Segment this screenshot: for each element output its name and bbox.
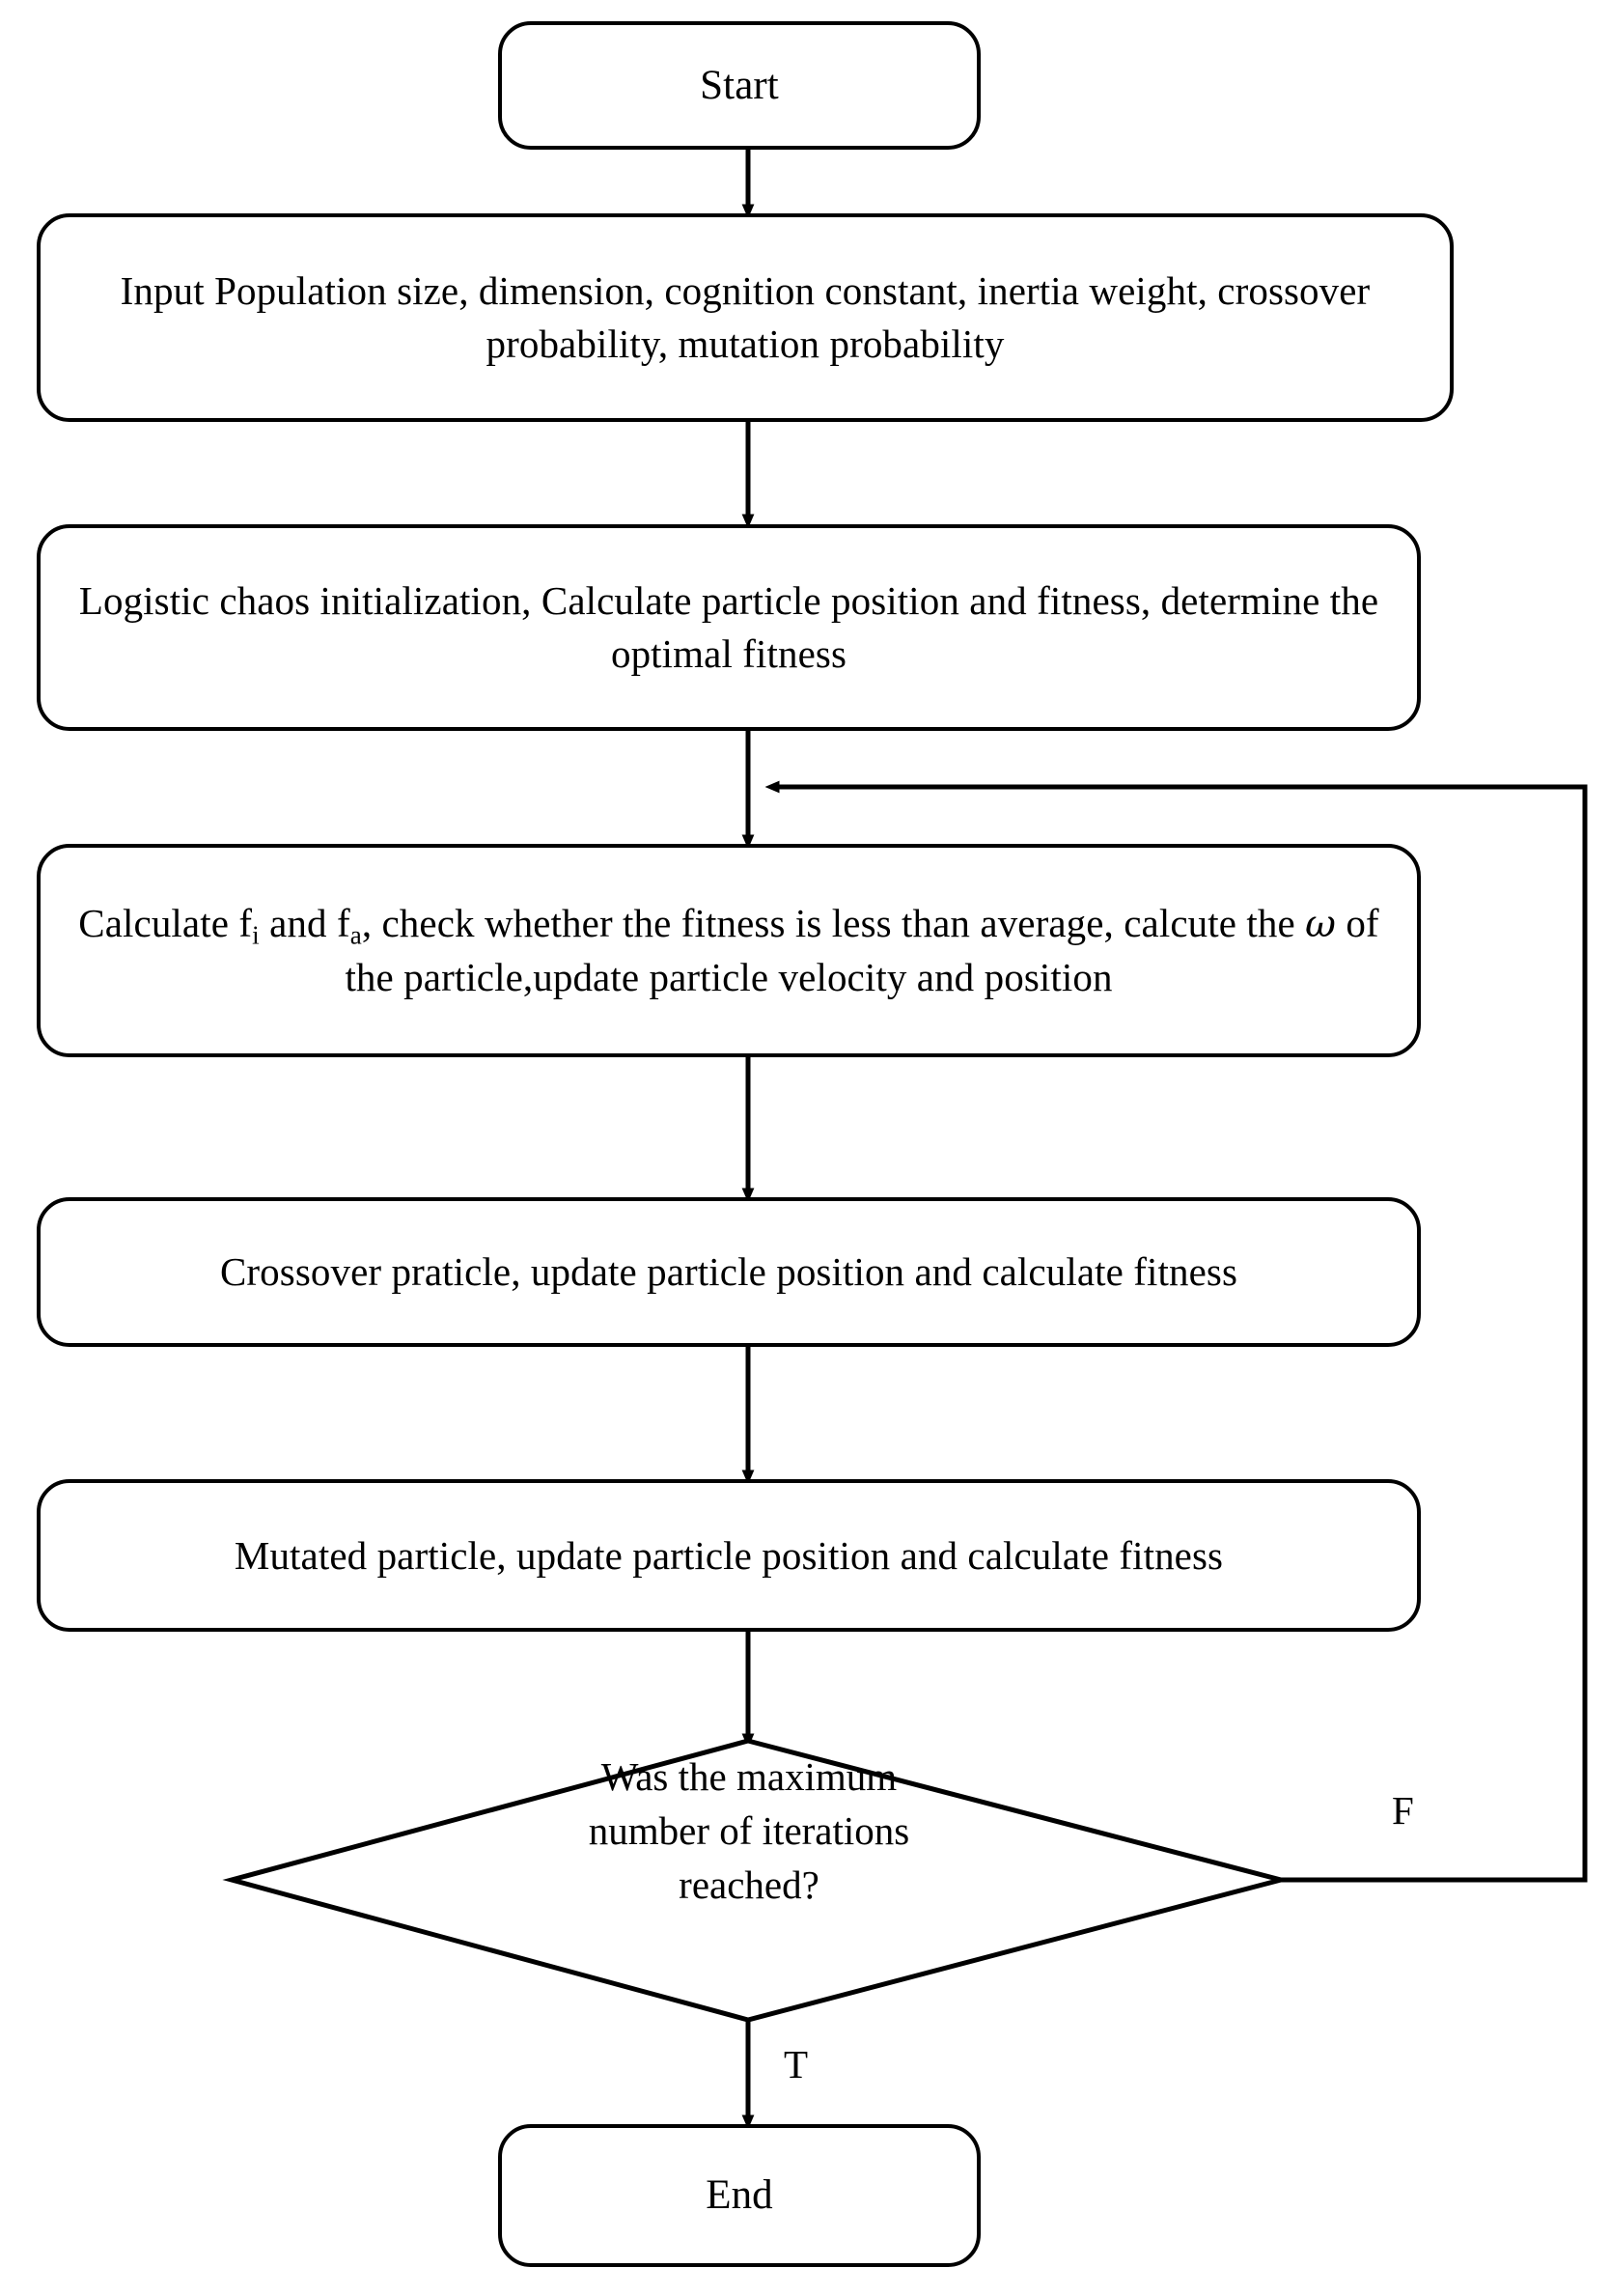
calc-text-c: , check whether the fitness is less than [361,901,971,946]
node-crossover[interactable]: Crossover praticle, update particle posi… [37,1197,1421,1347]
node-mutation-label: Mutated particle, update particle positi… [234,1532,1224,1578]
node-calculate-inertia-label: Calculate fi and fa, check whether the f… [41,897,1417,1003]
decision-diamond-shape [222,1738,1291,2023]
node-input-line-1: Input Population size, dimension, cognit… [120,268,1080,314]
node-init-line-2: fitness, determine the optimal fitness [610,578,1379,676]
node-input-line-2: weight, crossover probability, mutation … [486,268,1371,366]
node-mutation[interactable]: Mutated particle, update particle positi… [37,1479,1421,1632]
node-calculate-line-3: and position [916,954,1113,999]
calc-text-a: Calculate f [78,901,253,946]
node-input-parameters-label: Input Population size, dimension, cognit… [41,265,1450,371]
node-init-line-1: Logistic chaos initialization, Calculate… [78,578,1027,624]
edge-label-true: T [784,2042,809,2086]
node-chaos-initialization-label: Logistic chaos initialization, Calculate… [41,574,1417,681]
calc-text-e: of the particle,update particle velocity [345,901,1379,999]
calc-subscript-i: i [252,921,260,950]
calc-text-d: average, calcute the [980,901,1306,946]
edge-label-false: F [1392,1788,1414,1833]
node-crossover-label: Crossover praticle, update particle posi… [219,1249,1238,1295]
node-calculate-line-2: average, calcute the ω of the particle,u… [345,901,1378,998]
node-calculate-line-1: Calculate fi and fa, check whether the f… [78,901,971,948]
calc-text-b: and f [259,901,350,946]
node-end[interactable]: End [498,2124,981,2267]
node-start-label: Start [700,62,779,108]
node-chaos-initialization[interactable]: Logistic chaos initialization, Calculate… [37,524,1421,731]
calc-subscript-a: a [349,921,362,950]
connector-feedback-loop-false [764,780,1588,1883]
omega-symbol: ω [1305,903,1336,947]
node-end-label: End [706,2172,773,2219]
node-calculate-inertia[interactable]: Calculate fi and fa, check whether the f… [37,844,1421,1057]
node-start[interactable]: Start [498,21,981,150]
node-input-parameters[interactable]: Input Population size, dimension, cognit… [37,213,1454,422]
